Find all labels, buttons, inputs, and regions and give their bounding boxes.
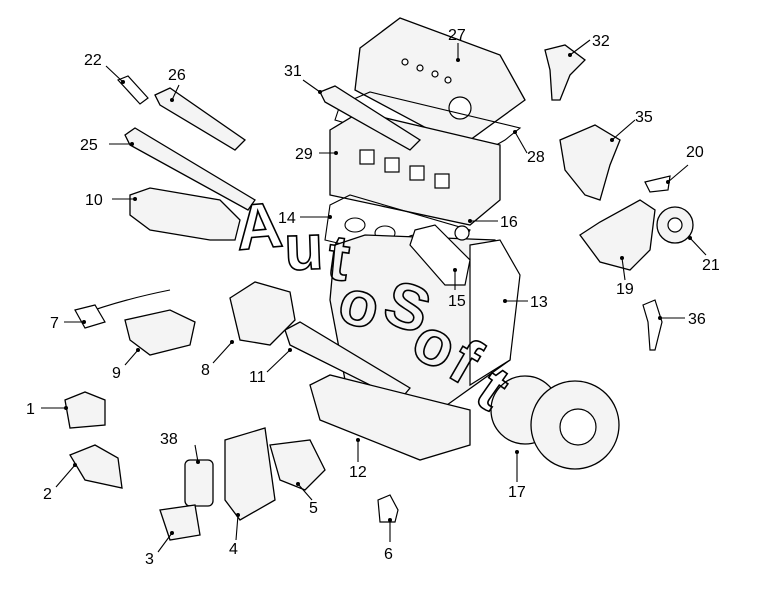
callout-16: 16 xyxy=(500,214,518,231)
callout-labels: 1 2 3 4 5 6 7 8 9 10 11 12 13 14 15 16 1… xyxy=(26,27,720,568)
temperature-sensor xyxy=(454,225,470,241)
callout-4: 4 xyxy=(229,541,238,558)
oil-filter-assembly xyxy=(224,427,276,521)
callout-38: 38 xyxy=(160,431,178,448)
oil-pump xyxy=(124,309,196,356)
accessory-bracket xyxy=(579,199,656,271)
injector-rail xyxy=(124,127,256,211)
callout-19: 19 xyxy=(616,281,634,298)
mount-bracket xyxy=(69,444,123,489)
fuel-injector xyxy=(116,75,149,105)
callout-2: 2 xyxy=(43,486,52,503)
callout-32: 32 xyxy=(592,33,610,50)
callout-17: 17 xyxy=(508,484,526,501)
timing-cover xyxy=(469,239,521,387)
callout-1: 1 xyxy=(26,401,35,418)
callout-21: 21 xyxy=(702,257,720,274)
callout-35: 35 xyxy=(635,109,653,126)
oil-cooler xyxy=(269,439,326,491)
fuel-rail xyxy=(154,87,247,151)
oil-pressure-sender xyxy=(377,494,399,523)
engine-mount xyxy=(64,391,106,429)
front-housing xyxy=(229,281,296,346)
camshaft xyxy=(319,85,422,151)
callout-13: 13 xyxy=(530,294,548,311)
ignition-coil xyxy=(544,44,586,101)
callout-10: 10 xyxy=(85,192,103,209)
callout-6: 6 xyxy=(384,546,393,563)
filter-housing xyxy=(159,504,201,541)
callout-28: 28 xyxy=(527,149,545,166)
callout-12: 12 xyxy=(349,464,367,481)
intake-manifold xyxy=(129,187,241,241)
callout-22: 22 xyxy=(84,52,102,69)
oil-filter xyxy=(184,459,214,507)
callout-5: 5 xyxy=(309,500,318,517)
callout-31: 31 xyxy=(284,63,302,80)
callout-11: 11 xyxy=(249,369,266,386)
watermark: A u t o S o f t xyxy=(232,187,523,424)
callout-3: 3 xyxy=(145,551,154,568)
callout-14: 14 xyxy=(278,210,296,227)
callout-15: 15 xyxy=(448,293,466,310)
valve-cover-gasket xyxy=(334,91,522,161)
parts xyxy=(64,17,694,541)
callout-8: 8 xyxy=(201,362,210,379)
valve-cover xyxy=(354,17,526,141)
callout-36: 36 xyxy=(688,311,706,328)
callout-7: 7 xyxy=(50,315,59,332)
water-outlet xyxy=(559,124,621,201)
small-bracket xyxy=(644,175,671,193)
watermark-letter: u xyxy=(283,211,325,284)
callout-9: 9 xyxy=(112,365,121,382)
watermark-letter: A xyxy=(233,188,285,264)
oil-pan xyxy=(309,374,471,461)
callout-29: 29 xyxy=(295,146,313,163)
leader-lines xyxy=(41,39,707,553)
callout-25: 25 xyxy=(80,137,98,154)
callout-27: 27 xyxy=(448,27,466,44)
callout-26: 26 xyxy=(168,67,186,84)
knock-sensor xyxy=(642,299,663,351)
callout-20: 20 xyxy=(686,144,704,161)
